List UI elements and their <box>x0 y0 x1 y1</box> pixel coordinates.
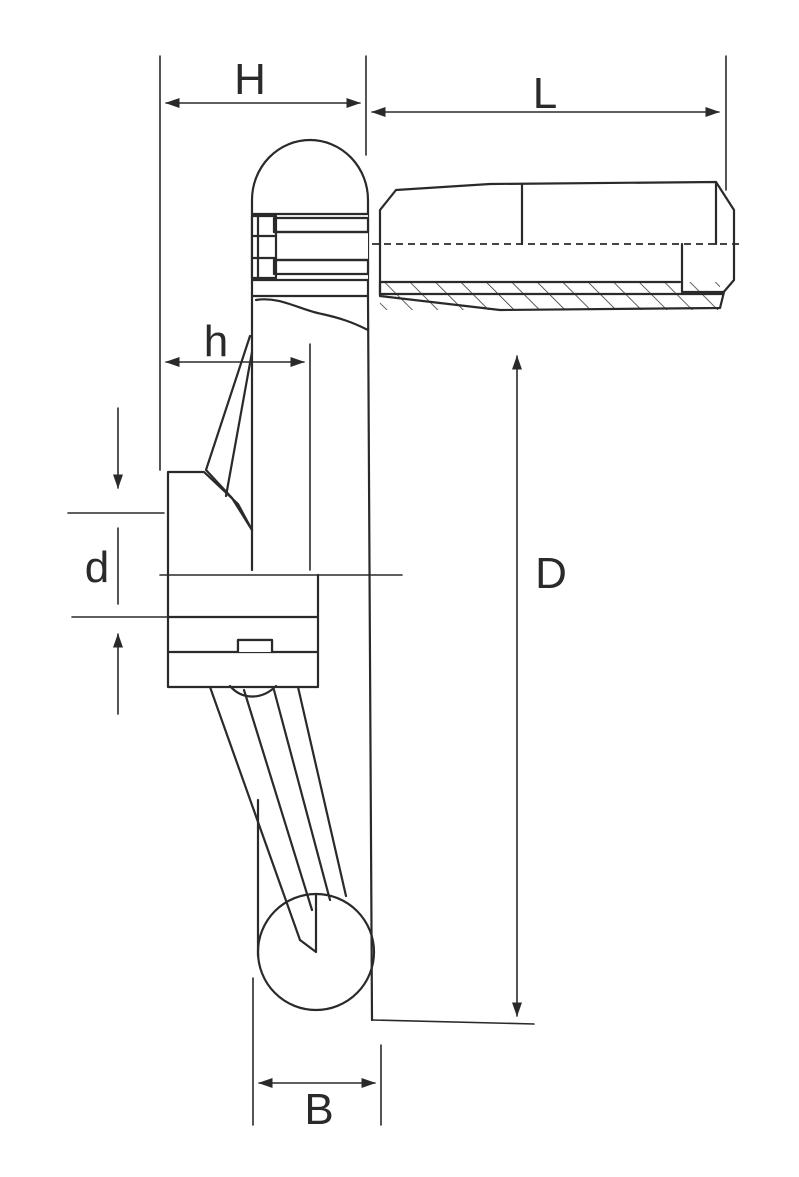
spoke-lower <box>208 685 348 942</box>
spoke-upper <box>204 334 254 532</box>
dimension-l <box>371 55 727 191</box>
label-b: B <box>304 1085 333 1134</box>
rim-top-section <box>250 138 370 332</box>
handle <box>372 180 740 312</box>
hub <box>166 470 320 698</box>
dimension-d-bore <box>67 407 403 715</box>
dimension-b <box>252 977 382 1126</box>
rim-bottom-section <box>256 892 376 1012</box>
label-l: L <box>533 69 557 118</box>
dimension-d-outer <box>371 355 535 1025</box>
dimension-h-lower <box>165 343 311 571</box>
label-d-bore: d <box>85 543 109 592</box>
label-d-outer: D <box>535 549 567 598</box>
label-h-upper: H <box>234 55 266 104</box>
rim-walls <box>250 294 374 1022</box>
dimension-h-upper <box>159 55 367 471</box>
label-h-lower: h <box>204 317 228 366</box>
